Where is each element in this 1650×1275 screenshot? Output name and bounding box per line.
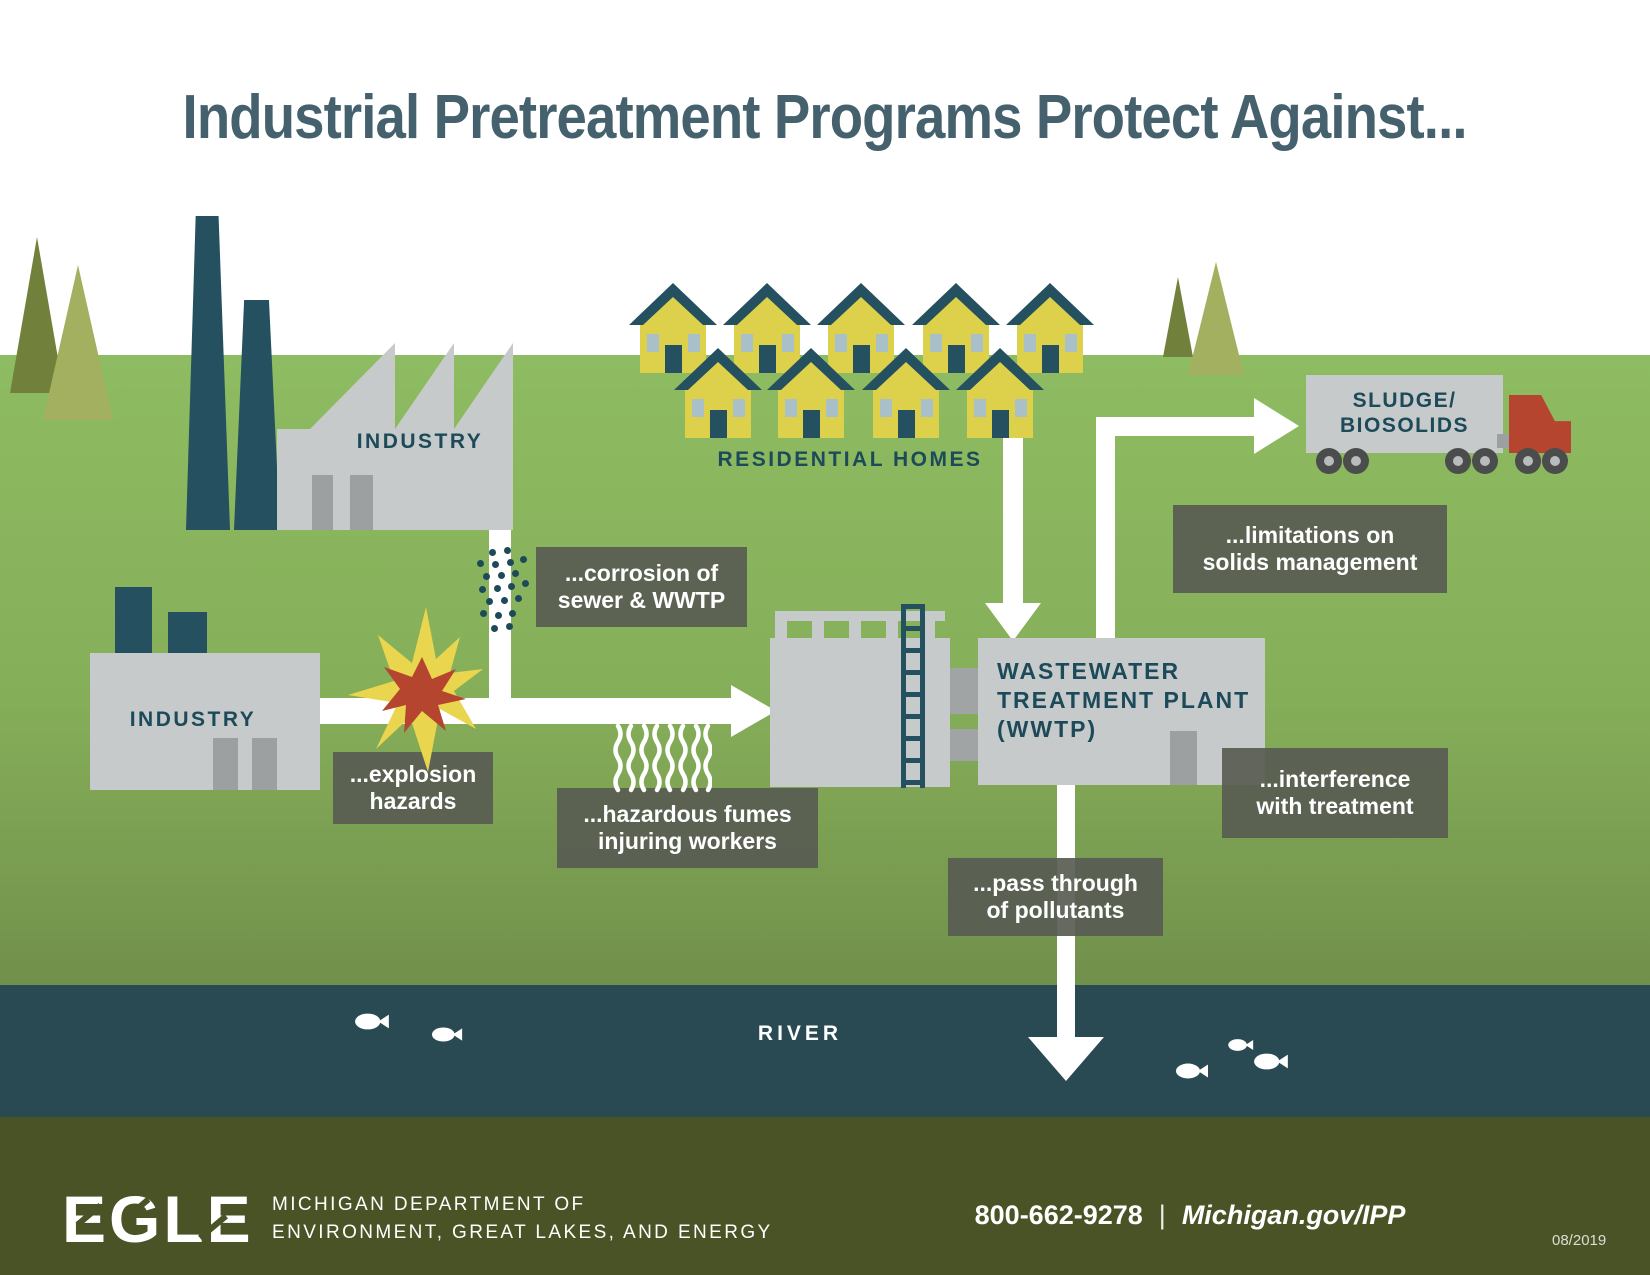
- truck-trailer: SLUDGE/ BIOSOLIDS: [1306, 375, 1503, 453]
- smokestack-icon: [186, 216, 230, 530]
- wwtp-to-sludge-pipe-vertical: [1096, 426, 1115, 640]
- tank-connector: [950, 668, 978, 714]
- footer-band: [0, 1117, 1650, 1275]
- tree-icon: [1163, 277, 1193, 357]
- house-icon: [767, 348, 855, 438]
- fish-icon: [355, 1013, 389, 1030]
- tank-connector: [950, 729, 978, 761]
- fish-icon: [1176, 1063, 1208, 1079]
- industry-top-label: INDUSTRY: [356, 430, 484, 453]
- explosion-icon: [348, 607, 483, 772]
- house-icon: [629, 283, 717, 373]
- fish-icon: [432, 1027, 463, 1042]
- footer-date: 08/2019: [1552, 1232, 1607, 1249]
- wwtp-building: [978, 638, 1265, 785]
- homes-to-wwtp-arrow: [1003, 433, 1023, 605]
- ladder-icon: [901, 604, 925, 788]
- smokestack-icon: [234, 300, 280, 530]
- truck-wheel: [1472, 448, 1498, 474]
- house-icon: [862, 348, 950, 438]
- phone-number: 800-662-9278: [974, 1200, 1143, 1230]
- wwtp-to-sludge-pipe-horizontal: [1096, 417, 1256, 436]
- river-band: [0, 985, 1650, 1117]
- footer-department-line1: MICHIGAN DEPARTMENT OF: [272, 1194, 586, 1215]
- arrow-down-icon: [985, 603, 1041, 641]
- river-label: RIVER: [757, 1022, 843, 1045]
- fumes-icon: [613, 724, 712, 793]
- truck-wheel: [1343, 448, 1369, 474]
- truck-wheel: [1316, 448, 1342, 474]
- website-link[interactable]: Michigan.gov/IPP: [1181, 1200, 1406, 1230]
- arrow-down-icon: [1028, 1037, 1104, 1081]
- factory-door: [312, 475, 333, 530]
- factory-door: [213, 738, 238, 790]
- footer-department-line2: ENVIRONMENT, GREAT LAKES, AND ENERGY: [272, 1222, 773, 1243]
- residential-homes-label: RESIDENTIAL HOMES: [717, 448, 983, 471]
- separator: |: [1158, 1200, 1166, 1230]
- industry-to-wwtp-pipe: [302, 698, 732, 724]
- factory-icon: [90, 653, 320, 790]
- wwtp-label: WASTEWATER TREATMENT PLANT (WWTP): [997, 658, 1251, 742]
- industry-left-label: INDUSTRY: [129, 708, 257, 731]
- factory-door: [350, 475, 373, 530]
- factory-door: [252, 738, 277, 790]
- arrow-right-icon: [1254, 398, 1299, 454]
- corrosion-pipe: [489, 528, 511, 722]
- fish-icon: [1228, 1039, 1254, 1051]
- smokestack-icon: [115, 587, 152, 657]
- footer-contact: 800-662-9278 | Michigan.gov/IPP: [950, 1200, 1430, 1231]
- wwtp-door: [1170, 731, 1197, 785]
- tank-railing: [775, 611, 945, 621]
- tree-icon: [1188, 262, 1244, 375]
- truck-wheel: [1542, 448, 1568, 474]
- arrow-right-icon: [731, 685, 776, 737]
- truck-wheel: [1445, 448, 1471, 474]
- house-icon: [956, 348, 1044, 438]
- house-icon: [674, 348, 762, 438]
- fish-icon: [1254, 1053, 1288, 1070]
- page-title: Industrial Pretreatment Programs Protect…: [182, 83, 1468, 152]
- truck-hitch: [1497, 434, 1511, 448]
- smokestack-icon: [168, 612, 207, 657]
- truck-wheel: [1515, 448, 1541, 474]
